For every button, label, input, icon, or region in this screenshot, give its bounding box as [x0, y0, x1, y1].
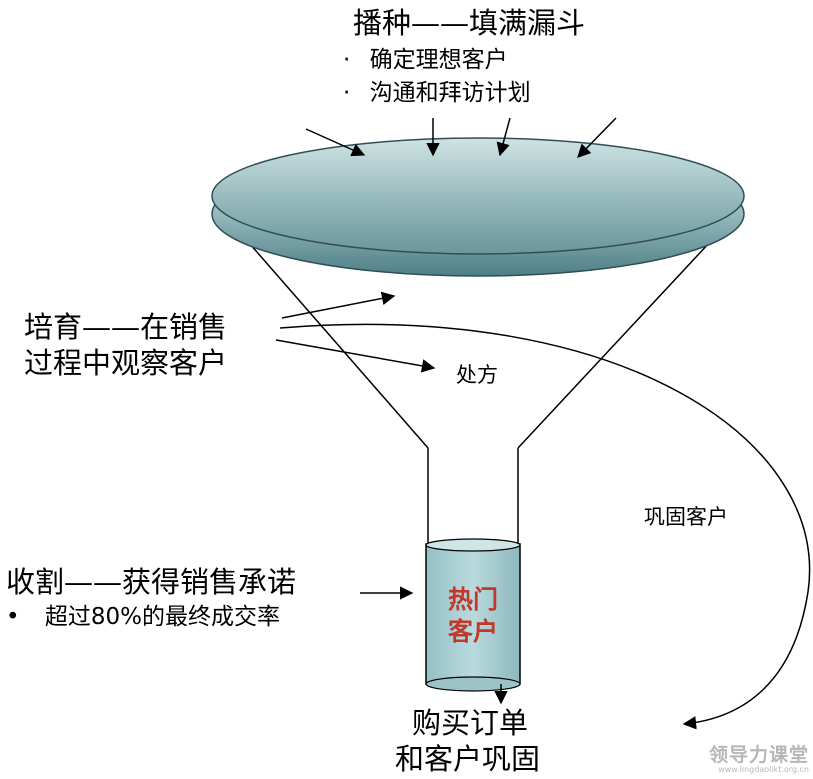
- sowing-arrow-3: [496, 117, 511, 157]
- harvest-bullet: • 超过80%的最终成交率: [6, 604, 280, 632]
- nurture-arrow-prescribe: [275, 339, 436, 373]
- nurture-arrow-up: [281, 291, 396, 319]
- harvest-bullet-text: 超过80%的最终成交率: [44, 604, 281, 630]
- sowing-bullet-2-text: 沟通和拜访计划: [369, 80, 531, 106]
- tube-top-ellipse: [425, 538, 521, 552]
- funnel-rim-top: [211, 137, 745, 255]
- consolidate-curve-arrow: [279, 323, 811, 730]
- funnel-left-side: [221, 211, 429, 449]
- sowing-bullet-1: · 确定理想客户: [343, 47, 508, 75]
- result-line-1: 购买订单: [412, 706, 529, 740]
- bullet-dot: ·: [343, 80, 351, 106]
- funnel-right-side: [517, 211, 739, 449]
- hot-customer-line-1: 热门: [447, 585, 498, 614]
- result-line-2: 和客户巩固: [395, 742, 541, 776]
- tube-bottom-ellipse: [425, 676, 521, 692]
- bullet-dot: •: [6, 604, 20, 630]
- sowing-bullet-1-text: 确定理想客户: [369, 47, 508, 73]
- sowing-arrow-1: [305, 128, 366, 157]
- sowing-heading: 播种——填满漏斗: [353, 6, 586, 40]
- sowing-arrow-4: [577, 117, 617, 158]
- watermark-sub: www.lingdaolikt.org.cn: [718, 765, 809, 775]
- watermark-logo: 领导力课堂 www.lingdaolikt.org.cn: [709, 745, 809, 775]
- watermark-main: 领导力课堂: [708, 744, 809, 767]
- nurturing-line-2: 过程中观察客户: [24, 346, 228, 380]
- consolidate-label: 巩固客户: [644, 505, 728, 529]
- hot-customer-line-2: 客户: [447, 617, 498, 646]
- harvest-heading: 收割——获得销售承诺: [6, 565, 297, 599]
- sowing-bullet-2: · 沟通和拜访计划: [343, 80, 531, 108]
- nurturing-line-1: 培育——在销售: [24, 310, 228, 344]
- prescribe-label: 处方: [456, 363, 498, 387]
- bullet-dot: ·: [343, 47, 351, 73]
